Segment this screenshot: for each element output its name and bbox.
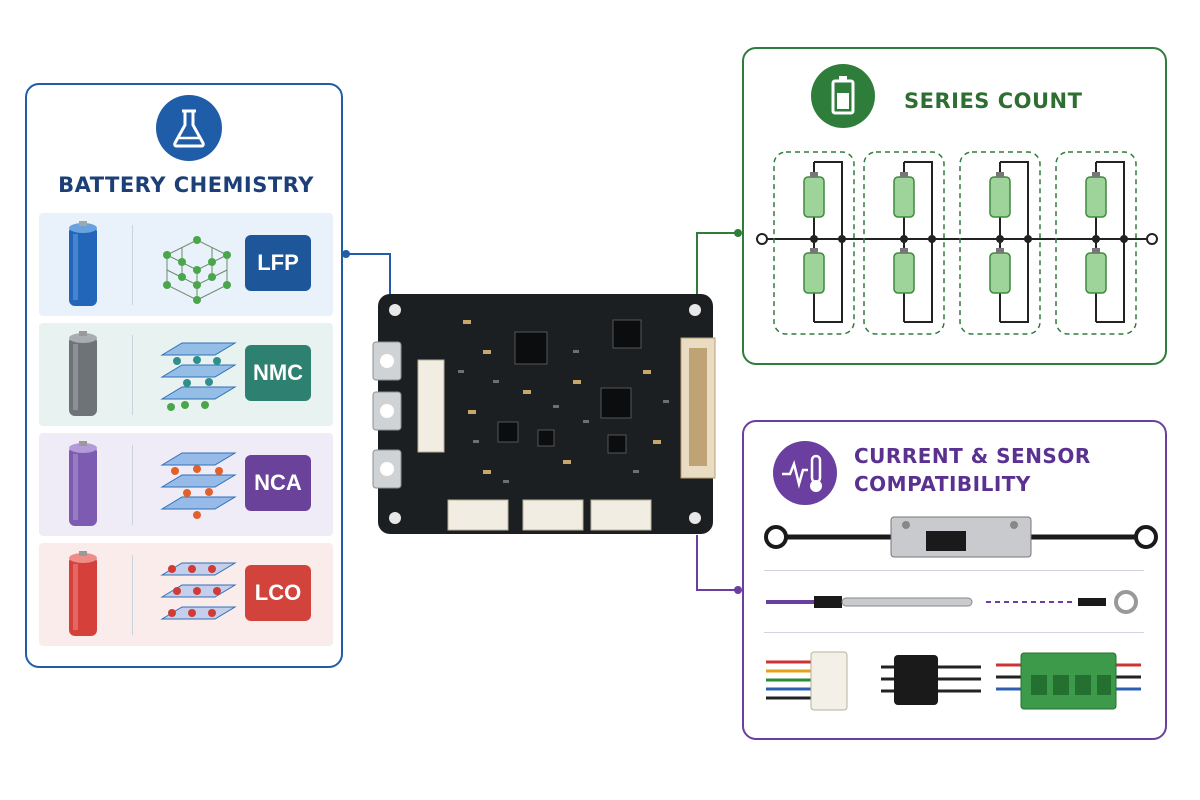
- series-cell-diagram: [756, 151, 1158, 335]
- chemistry-row-lfp: LFP: [39, 213, 333, 316]
- shunt-resistor-icon: [764, 516, 1158, 558]
- cell-group: [863, 151, 945, 335]
- layered-structure-icon: [160, 342, 237, 411]
- layered-structure-icon: [160, 562, 237, 620]
- flask-icon: [156, 95, 222, 161]
- layered-structure-icon: [160, 452, 237, 519]
- thermometer-icon: [773, 441, 837, 505]
- row-divider: [132, 445, 133, 525]
- row-divider: [132, 225, 133, 305]
- cylindrical-cell-icon: [69, 551, 97, 636]
- series-count-title: SERIES COUNT: [904, 89, 1083, 113]
- cell-group: [1055, 151, 1137, 335]
- chemistry-badge-nmc: NMC: [245, 345, 311, 401]
- chemistry-row-nca: NCA: [39, 433, 333, 536]
- row-divider: [132, 335, 133, 415]
- cell-group: [959, 151, 1041, 335]
- chemistry-row-nmc: NMC: [39, 323, 333, 426]
- series-count-panel: SERIES COUNT: [742, 47, 1167, 365]
- chemistry-badge-lfp: LFP: [245, 235, 311, 291]
- sensor-divider: [764, 570, 1144, 571]
- chemistry-row-lco: LCO: [39, 543, 333, 646]
- cell-group: [773, 151, 855, 335]
- chemistry-badge-lco: LCO: [245, 565, 311, 621]
- bms-circuit-board: [372, 294, 716, 534]
- cylindrical-cell-icon: [69, 221, 97, 306]
- sensor-title-line1: CURRENT & SENSOR: [854, 444, 1091, 468]
- harness-connectors-icon: [766, 651, 1141, 711]
- cylindrical-cell-icon: [69, 331, 97, 416]
- row-divider: [132, 555, 133, 635]
- cylindrical-cell-icon: [69, 441, 97, 526]
- chemistry-badge-nca: NCA: [245, 455, 311, 511]
- battery-icon: [811, 64, 875, 128]
- battery-chemistry-panel: BATTERY CHEMISTRY LFP: [25, 83, 343, 668]
- sensor-divider: [764, 632, 1144, 633]
- battery-chemistry-title: BATTERY CHEMISTRY: [58, 173, 314, 197]
- crystal-lattice-icon: [163, 236, 231, 304]
- current-sensor-panel: CURRENT & SENSOR COMPATIBILITY: [742, 420, 1167, 740]
- temperature-probe-icon: [766, 590, 1138, 614]
- sensor-title-line2: COMPATIBILITY: [854, 472, 1031, 496]
